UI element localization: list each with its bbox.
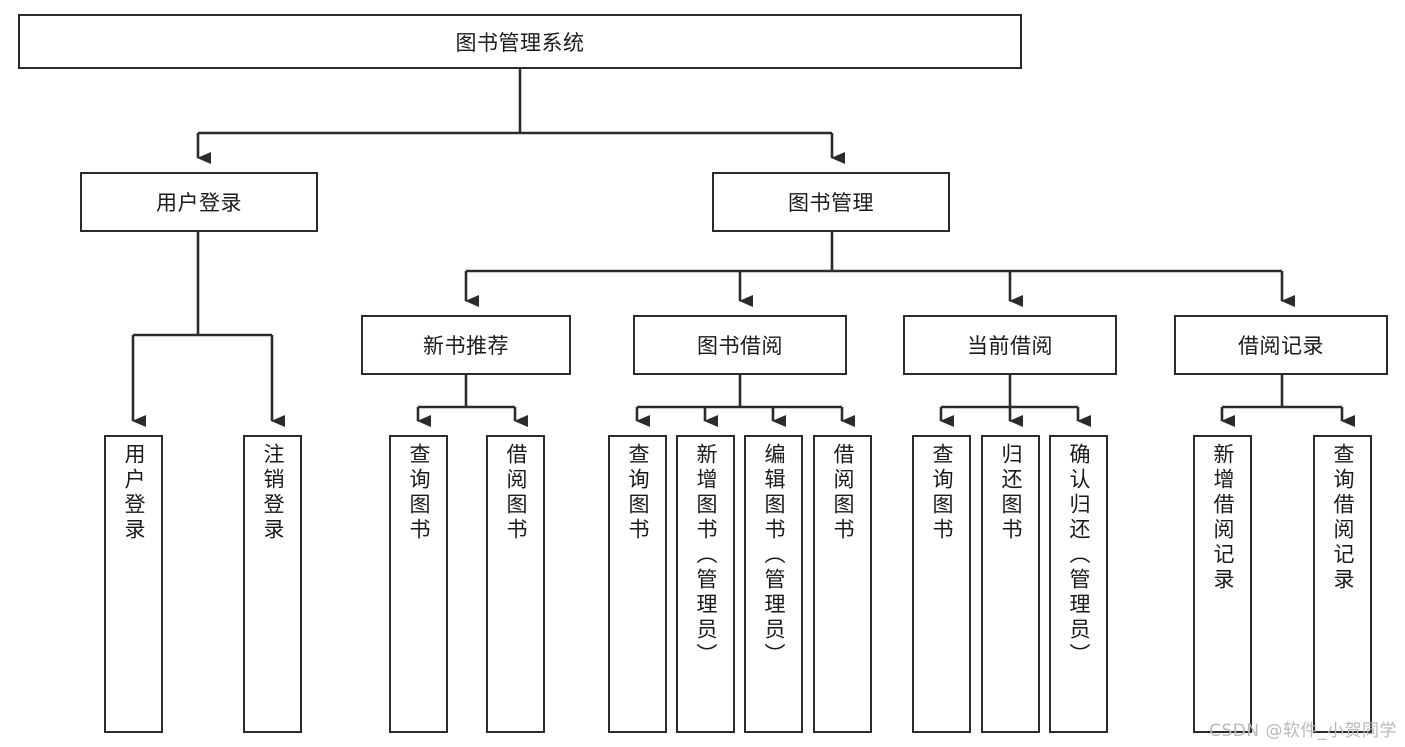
leaf-user-login-1[interactable]: 用户登录 (104, 435, 163, 733)
node-root[interactable]: 图书管理系统 (18, 14, 1022, 69)
node-borrow-record[interactable]: 借阅记录 (1174, 315, 1388, 375)
node-user-login-label: 用户登录 (156, 191, 242, 215)
leaf-new-book-2[interactable]: 借阅图书 (486, 435, 545, 733)
leaf-book-borrow-2-label: 新增图书（管理员） (694, 443, 718, 668)
leaf-current-borrow-1-label: 查询图书 (930, 443, 954, 543)
leaf-current-borrow-2-label: 归还图书 (999, 443, 1023, 543)
node-current-borrow-label: 当前借阅 (967, 334, 1053, 358)
leaf-borrow-record-1-label: 新增借阅记录 (1211, 443, 1235, 593)
node-new-book-recommend-label: 新书推荐 (423, 334, 509, 358)
leaf-current-borrow-3[interactable]: 确认归还（管理员） (1049, 435, 1108, 733)
leaf-borrow-record-1[interactable]: 新增借阅记录 (1193, 435, 1252, 733)
leaf-new-book-2-label: 借阅图书 (504, 443, 528, 543)
leaf-user-login-1-label: 用户登录 (122, 443, 146, 543)
leaf-user-login-2[interactable]: 注销登录 (243, 435, 302, 733)
leaf-book-borrow-4-label: 借阅图书 (831, 443, 855, 543)
leaf-new-book-1-label: 查询图书 (407, 443, 431, 543)
leaf-book-borrow-1[interactable]: 查询图书 (608, 435, 667, 733)
leaf-book-borrow-1-label: 查询图书 (626, 443, 650, 543)
leaf-user-login-2-label: 注销登录 (261, 443, 285, 543)
node-book-management-label: 图书管理 (788, 191, 874, 215)
leaf-current-borrow-1[interactable]: 查询图书 (912, 435, 971, 733)
leaf-borrow-record-2-label: 查询借阅记录 (1331, 443, 1355, 593)
leaf-book-borrow-3-label: 编辑图书（管理员） (762, 443, 786, 668)
node-user-login[interactable]: 用户登录 (80, 172, 318, 232)
node-current-borrow[interactable]: 当前借阅 (903, 315, 1117, 375)
leaf-current-borrow-3-label: 确认归还（管理员） (1067, 443, 1091, 668)
leaf-current-borrow-2[interactable]: 归还图书 (981, 435, 1040, 733)
leaf-borrow-record-2[interactable]: 查询借阅记录 (1313, 435, 1372, 733)
node-borrow-record-label: 借阅记录 (1238, 334, 1324, 358)
node-root-label: 图书管理系统 (455, 30, 585, 55)
node-book-borrow[interactable]: 图书借阅 (633, 315, 847, 375)
leaf-book-borrow-4[interactable]: 借阅图书 (813, 435, 872, 733)
leaf-book-borrow-3[interactable]: 编辑图书（管理员） (744, 435, 803, 733)
node-book-management[interactable]: 图书管理 (712, 172, 950, 232)
csdn-watermark: CSDN @软件_小贺同学 (1209, 721, 1397, 741)
leaf-book-borrow-2[interactable]: 新增图书（管理员） (676, 435, 735, 733)
leaf-new-book-1[interactable]: 查询图书 (389, 435, 448, 733)
node-book-borrow-label: 图书借阅 (697, 334, 783, 358)
node-new-book-recommend[interactable]: 新书推荐 (361, 315, 571, 375)
